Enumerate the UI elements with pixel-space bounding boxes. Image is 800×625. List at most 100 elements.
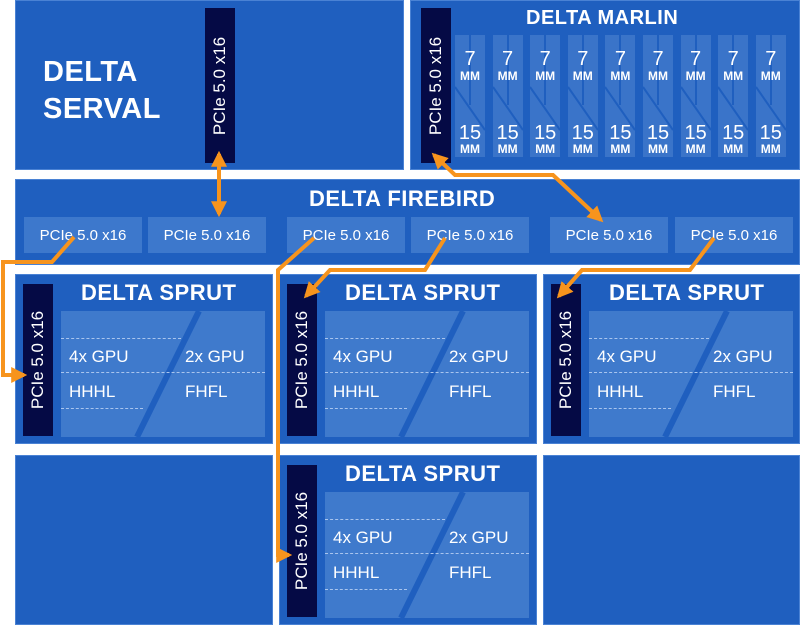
sprut-title: DELTA SPRUT — [609, 280, 765, 305]
dash-line — [61, 372, 265, 373]
serval-pcie-port: PCIe 5.0 x16 — [205, 8, 235, 163]
gpu-slot-area: 4x GPU HHHL 2x GPU FHFL — [325, 492, 529, 618]
serval-title-line2: SERVAL — [43, 93, 161, 125]
dash-line — [589, 408, 671, 409]
delta-firebird-panel: DELTA FIREBIRD PCIe 5.0 x16 PCIe 5.0 x16… — [15, 179, 800, 265]
bay-7mm-unit: MM — [685, 69, 706, 83]
firebird-pcie-port-4: PCIe 5.0 x16 — [411, 217, 529, 253]
firebird-pcie-port-6: PCIe 5.0 x16 — [675, 217, 793, 253]
bay-7mm-size: 7 — [727, 48, 739, 70]
gpu-left-count: 4x GPU — [69, 347, 129, 366]
empty-panel-row4-left — [15, 455, 273, 625]
bay-15mm-size: 15 — [571, 122, 594, 144]
bay-7mm-unit: MM — [460, 69, 480, 83]
firebird-pcie-port-5: PCIe 5.0 x16 — [550, 217, 668, 253]
bay-7mm-size: 7 — [614, 48, 626, 70]
sprut-title: DELTA SPRUT — [345, 461, 501, 486]
bay-15mm-size: 15 — [609, 122, 632, 144]
bay-7mm-size: 7 — [464, 48, 476, 70]
gpu-right-count: 2x GPU — [185, 347, 245, 366]
drive-bay-divider — [455, 35, 485, 131]
gpu-left-count: 4x GPU — [597, 347, 657, 366]
serval-title-line1: DELTA — [43, 56, 138, 88]
sprut-pcie-port: PCIe 5.0 x16 — [551, 284, 581, 436]
bay-15mm-unit: MM — [685, 142, 706, 156]
drive-bay-divider — [492, 35, 523, 131]
dash-line — [589, 372, 793, 373]
bay-15mm-unit: MM — [460, 142, 480, 156]
gpu-divider — [398, 492, 466, 618]
sprut-pcie-port: PCIe 5.0 x16 — [23, 284, 53, 436]
bay-15mm-size: 15 — [458, 122, 482, 144]
gpu-left-count: 4x GPU — [333, 347, 393, 366]
bay-7mm-unit: MM — [723, 69, 744, 83]
delta-sprut-module: PCIe 5.0 x16 DELTA SPRUT 4x GPU HHHL 2x GPU F… — [279, 455, 537, 625]
dash-line — [325, 408, 407, 409]
bay-7mm-unit: MM — [610, 69, 631, 83]
firebird-title: DELTA FIREBIRD — [309, 186, 496, 211]
drive-bay-divider — [643, 35, 673, 131]
bay-7mm-size: 7 — [577, 48, 589, 70]
delta-serval-panel: DELTA SERVAL PCIe 5.0 x16 — [15, 0, 404, 170]
sprut-title: DELTA SPRUT — [345, 280, 501, 305]
drive-bay-divider — [755, 35, 786, 131]
dash-line — [61, 338, 181, 339]
bay-15mm-unit: MM — [572, 142, 593, 156]
gpu-divider — [662, 311, 730, 437]
gpu-right-type: FHFL — [185, 382, 228, 401]
bay-15mm-unit: MM — [760, 142, 781, 156]
bay-7mm-size: 7 — [690, 48, 702, 70]
gpu-divider — [134, 311, 202, 437]
dash-line — [325, 589, 407, 590]
bay-7mm-size: 7 — [652, 48, 664, 70]
gpu-right-type: FHFL — [449, 563, 492, 582]
sprut-pcie-port: PCIe 5.0 x16 — [287, 284, 317, 436]
bay-7mm-unit: MM — [497, 69, 518, 83]
bay-15mm-size: 15 — [722, 122, 745, 144]
bay-15mm-size: 15 — [534, 122, 557, 144]
bay-7mm-size: 7 — [539, 48, 551, 70]
bay-15mm-unit: MM — [497, 142, 518, 156]
dash-line — [589, 338, 709, 339]
bay-15mm-unit: MM — [648, 142, 668, 156]
dash-line — [325, 372, 529, 373]
gpu-right-count: 2x GPU — [449, 528, 509, 547]
drive-bay-divider — [718, 35, 749, 131]
marlin-title: DELTA MARLIN — [526, 7, 679, 29]
firebird-pcie-port-1: PCIe 5.0 x16 — [24, 217, 142, 253]
bay-7mm-unit: MM — [535, 69, 556, 83]
firebird-pcie-port-3: PCIe 5.0 x16 — [287, 217, 405, 253]
bay-15mm-size: 15 — [646, 122, 670, 144]
bay-7mm-size: 7 — [502, 48, 514, 70]
bay-15mm-size: 15 — [496, 122, 519, 144]
gpu-left-count: 4x GPU — [333, 528, 393, 547]
marlin-pcie-port: PCIe 5.0 x16 — [421, 8, 451, 163]
sprut-title: DELTA SPRUT — [81, 280, 237, 305]
dash-line — [325, 338, 445, 339]
bay-7mm-unit: MM — [648, 69, 668, 83]
drive-bay-divider — [680, 35, 711, 131]
bay-7mm-unit: MM — [572, 69, 593, 83]
dash-line — [325, 519, 445, 520]
gpu-left-type: HHHL — [333, 382, 380, 401]
gpu-left-type: HHHL — [333, 563, 380, 582]
gpu-left-type: HHHL — [597, 382, 644, 401]
drive-bay-divider — [530, 35, 561, 131]
drive-bay-divider — [605, 35, 636, 131]
bay-15mm-unit: MM — [723, 142, 744, 156]
gpu-right-count: 2x GPU — [449, 347, 509, 366]
firebird-pcie-port-2: PCIe 5.0 x16 — [148, 217, 266, 253]
sprut-pcie-port: PCIe 5.0 x16 — [287, 465, 317, 617]
